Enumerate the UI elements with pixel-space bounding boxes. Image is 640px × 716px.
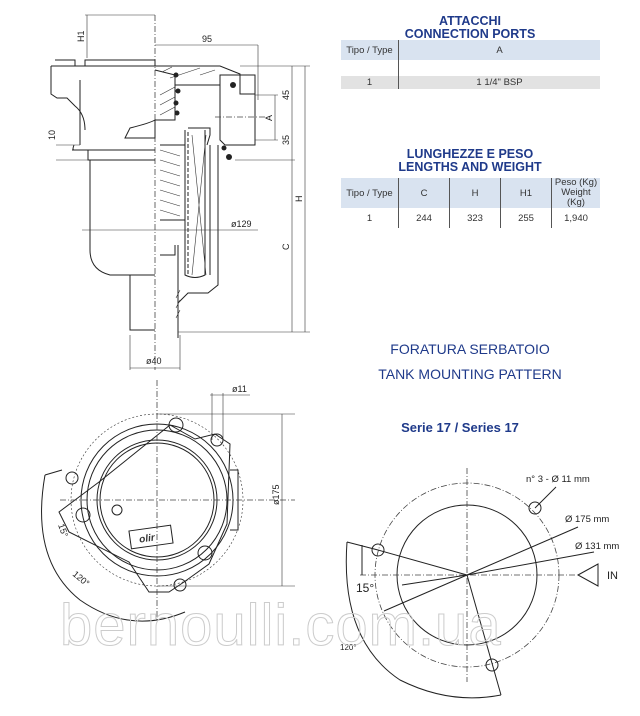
cell-h1: 255: [500, 208, 552, 228]
cell-type: 1: [366, 212, 373, 224]
dim-95: 95: [202, 34, 212, 44]
lengths-title-en: LENGTHS AND WEIGHT: [398, 160, 542, 174]
front-view: olir ø11 ø175 15° 120°: [41, 380, 295, 622]
dim-a: A: [264, 115, 274, 121]
cell-type: 1: [341, 76, 399, 89]
header-weight: Peso (Kg)Weight (Kg): [551, 177, 600, 208]
lengths-title-it: LUNGHEZZE E PESO: [406, 147, 534, 161]
angle-15-label: 15°: [356, 581, 374, 595]
logo: olir: [139, 532, 157, 545]
header-type: Tipo / Type: [341, 178, 399, 208]
header-type: Tipo / Type: [341, 40, 399, 60]
angle-120-label: 120°: [340, 643, 357, 652]
in-label: IN: [607, 570, 618, 582]
mounting-pattern: IN n° 3 - Ø 11 mm Ø 175 mm Ø 131 mm 15° …: [340, 468, 619, 699]
lengths-table: Tipo / Type C H H1 Peso (Kg)Weight (Kg) …: [341, 178, 600, 228]
mounting-title-it: FORATURA SERBATOIO: [390, 341, 550, 357]
dim-11: ø11: [232, 384, 247, 394]
side-section-view: H1 95 10 45 A 35 H C ø129 ø40: [47, 14, 310, 370]
ports-title-en: CONNECTION PORTS: [404, 27, 536, 41]
series-title: Serie 17 / Series 17: [401, 420, 519, 435]
ports-title-it: ATTACCHI: [438, 14, 502, 28]
cell-c: 244: [398, 208, 450, 228]
dim-129: ø129: [231, 219, 252, 229]
dim-10: 10: [47, 130, 57, 140]
header-c: C: [398, 178, 450, 208]
d131-label: Ø 131 mm: [575, 541, 619, 552]
dim-175: ø175: [271, 484, 281, 505]
ports-title: ATTACCHI CONNECTION PORTS: [370, 15, 570, 41]
table-row: 1 244 323 255 1,940: [341, 208, 600, 228]
header-a: A: [398, 40, 600, 60]
angle-15: 15°: [56, 522, 70, 539]
cell-a: 1 1/4" BSP: [398, 76, 600, 89]
lengths-title: LUNGHEZZE E PESO LENGTHS AND WEIGHT: [370, 148, 570, 174]
mounting-title-en: TANK MOUNTING PATTERN: [378, 366, 562, 382]
cell-weight: 1,940: [551, 208, 600, 228]
dim-h: H: [294, 196, 304, 203]
header-h: H: [449, 178, 501, 208]
header-peso: Peso (Kg): [554, 177, 598, 188]
cell-h: 323: [449, 208, 501, 228]
angle-120: 120°: [71, 569, 92, 589]
dim-40: ø40: [146, 356, 162, 366]
dim-c: C: [281, 243, 291, 250]
dim-35: 35: [281, 135, 291, 145]
holes-label: n° 3 - Ø 11 mm: [526, 474, 590, 485]
header-weight-en: Weight (Kg): [561, 187, 591, 208]
dim-45: 45: [281, 90, 291, 100]
watermark: bernoulli.com.ua: [60, 593, 502, 658]
d175-label: Ø 175 mm: [565, 514, 609, 525]
dim-h1: H1: [76, 30, 86, 42]
header-h1: H1: [500, 178, 552, 208]
